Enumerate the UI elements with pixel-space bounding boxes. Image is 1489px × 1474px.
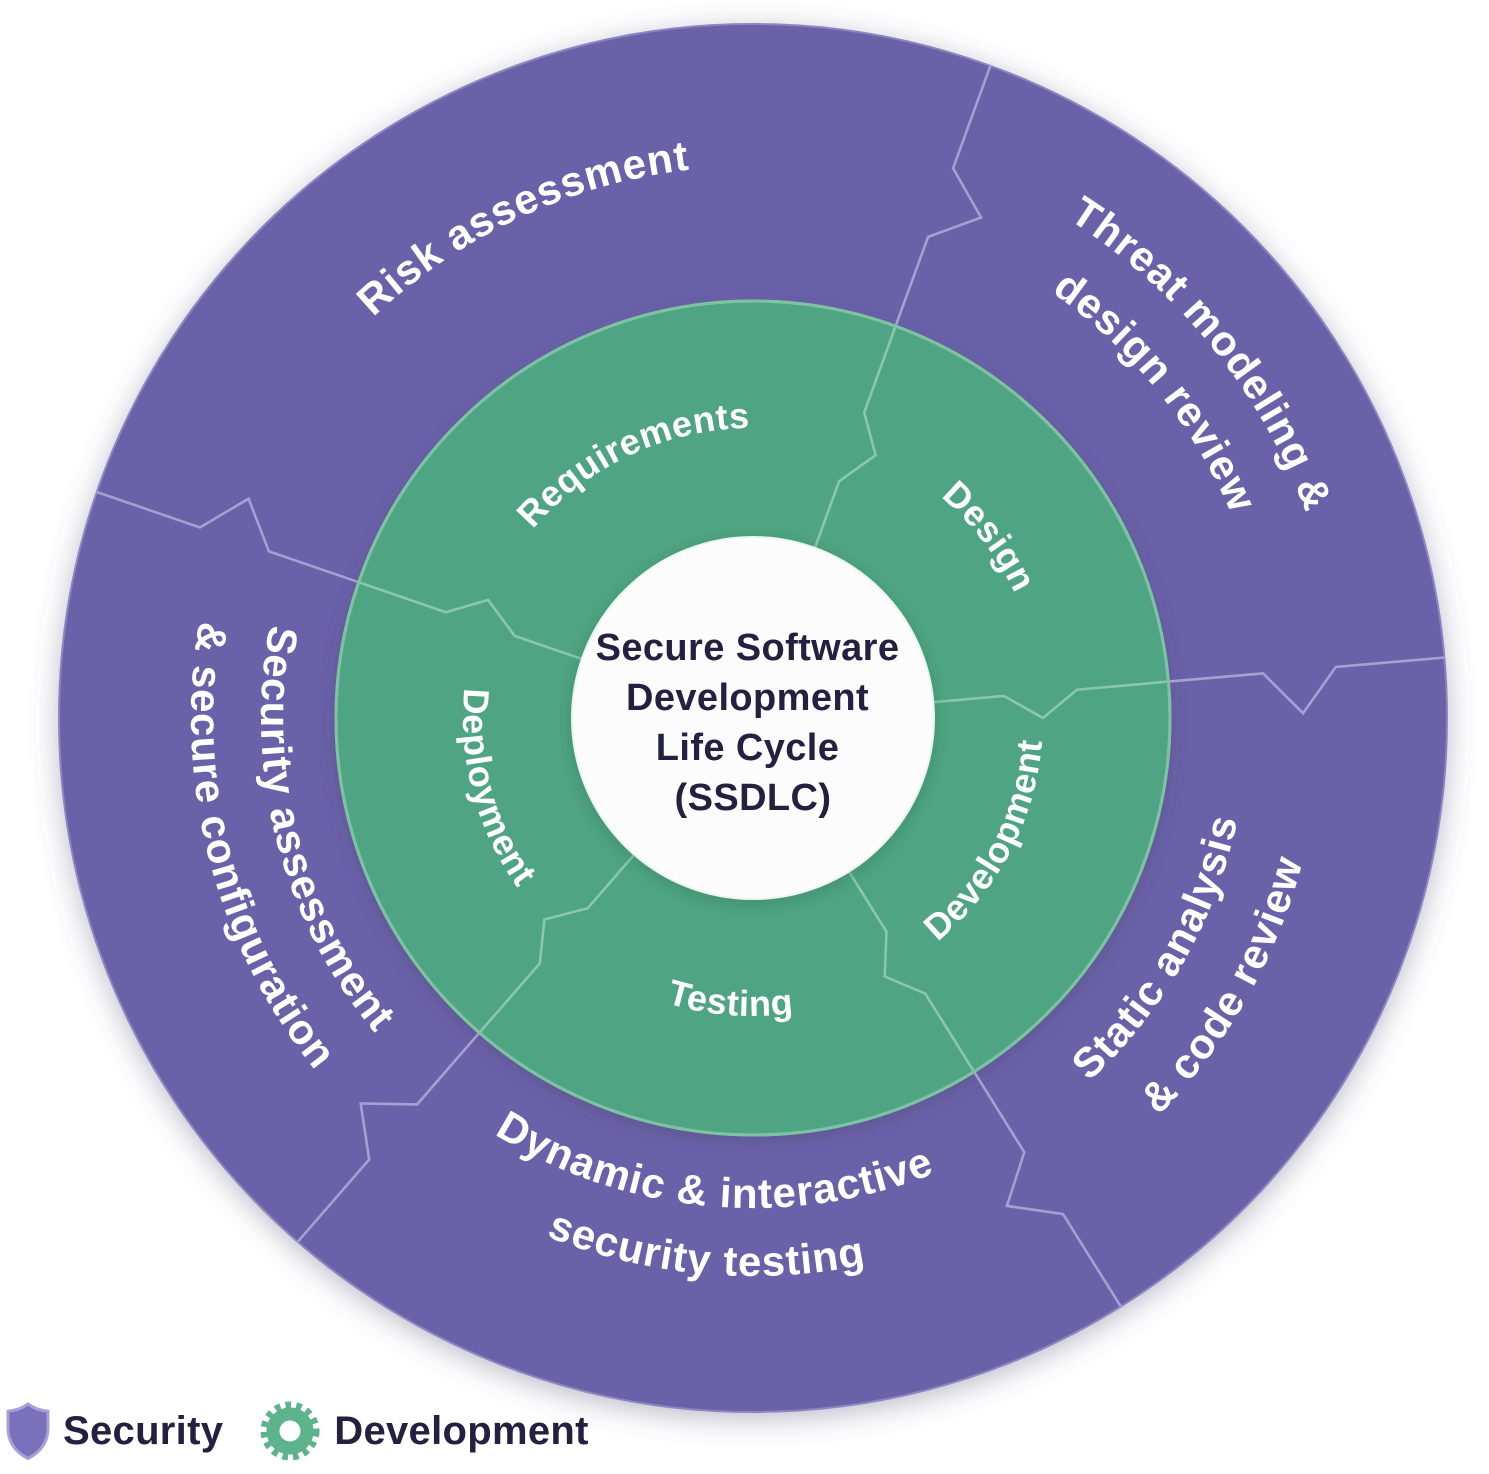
title-line: Secure Software <box>596 627 900 669</box>
legend-label-security: Security <box>63 1408 224 1453</box>
gear-icon <box>260 1401 320 1461</box>
legend: Security Development <box>6 1400 589 1462</box>
segment-divider <box>848 871 976 1073</box>
segment-divider <box>296 1031 481 1243</box>
inner-ring-dividers <box>358 325 1169 1073</box>
segment-divider <box>934 680 1169 720</box>
legend-item-security: Security <box>6 1401 223 1461</box>
segment-divider <box>972 1070 1122 1308</box>
outer-ring-dividers <box>96 65 1445 1308</box>
segment-divider <box>813 325 897 548</box>
title-line: (SSDLC) <box>675 777 832 819</box>
center-circle <box>571 536 935 900</box>
legend-item-development: Development <box>259 1400 588 1462</box>
shield-icon <box>6 1402 50 1461</box>
legend-label-development: Development <box>334 1408 589 1453</box>
title-line: Development <box>626 677 869 719</box>
segment-divider <box>96 490 360 584</box>
shield-border <box>6 1402 50 1461</box>
segment-divider <box>1168 656 1445 716</box>
segment-divider <box>478 854 635 1034</box>
gear-teeth <box>260 1401 320 1461</box>
shield-shape <box>8 1404 48 1459</box>
title-line: Life Cycle <box>656 727 840 769</box>
ring-boundary <box>334 299 1172 1137</box>
segment-divider <box>894 65 992 327</box>
gear-body <box>266 1407 314 1455</box>
segment-divider <box>358 580 582 660</box>
diagram-title: Secure Software Development Life Cycle (… <box>596 627 911 819</box>
